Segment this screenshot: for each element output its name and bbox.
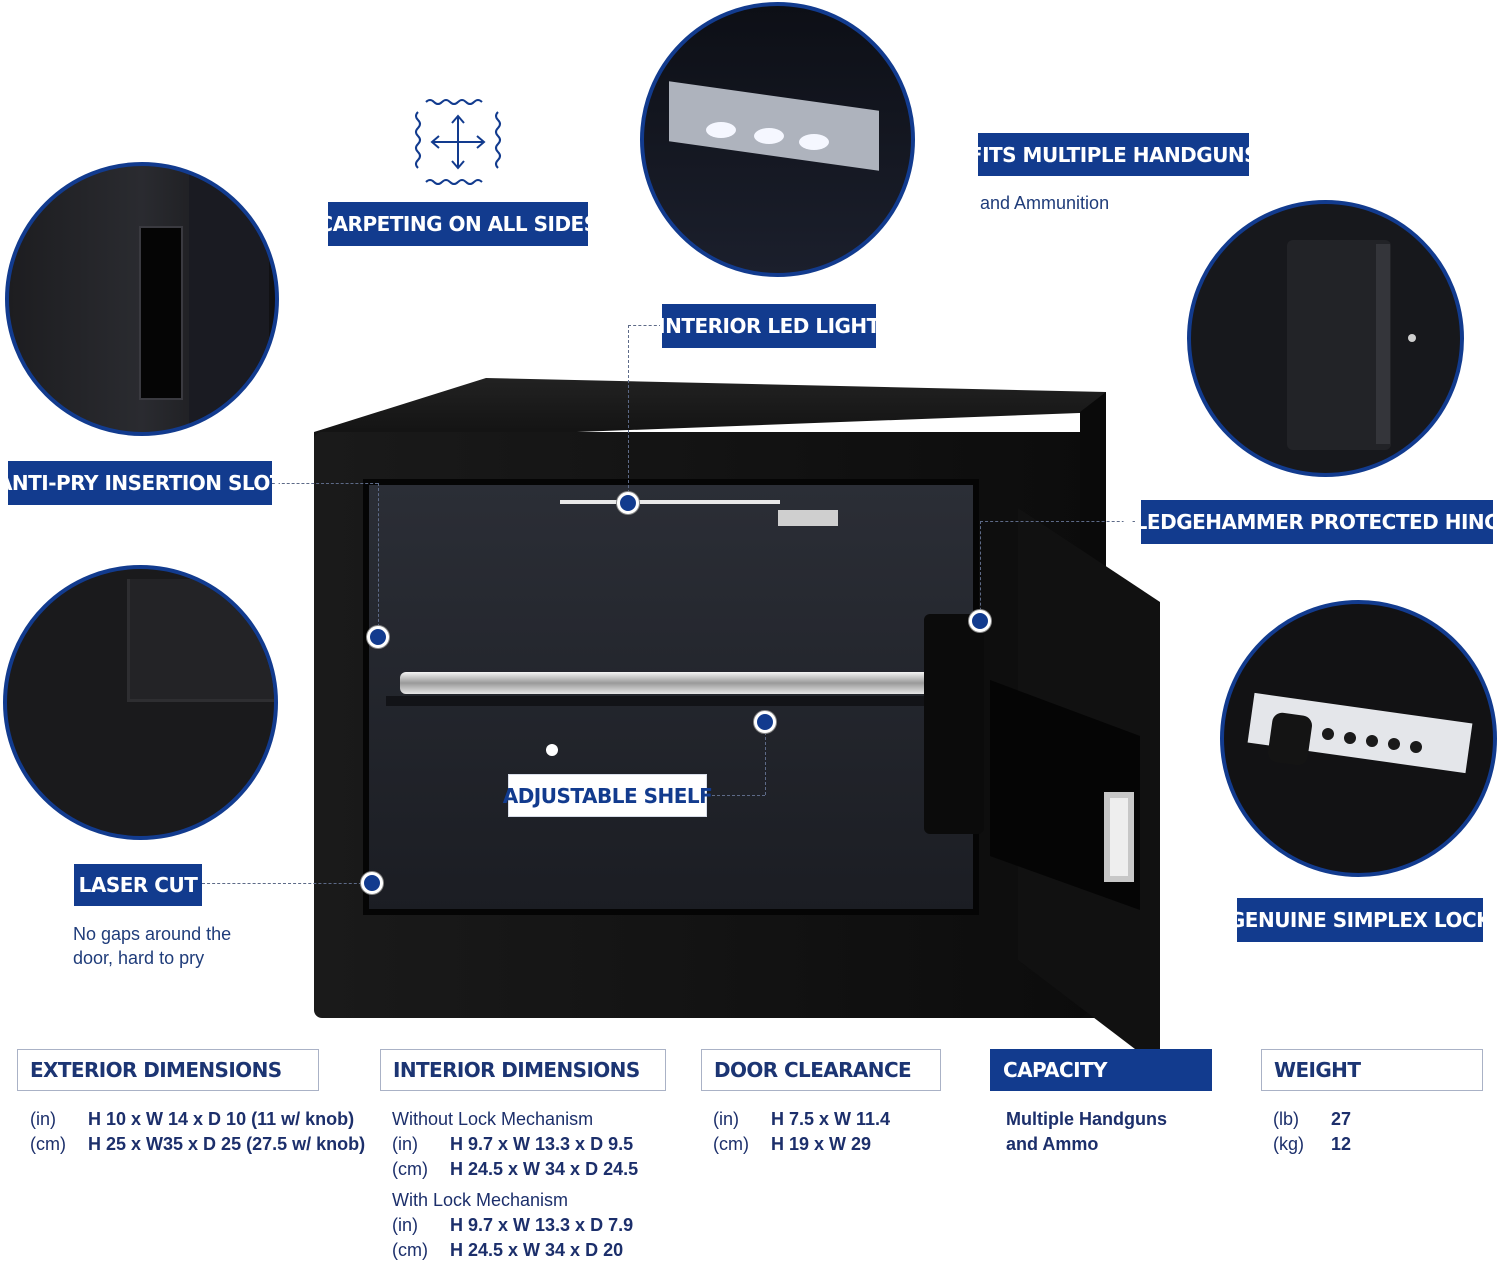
hinge-label: SLEDGEHAMMER PROTECTED HINGE	[1121, 500, 1500, 544]
capacity-values: Multiple Handguns and Ammo	[1006, 1109, 1167, 1154]
weight-values: (lb)27 (kg)12	[1273, 1109, 1352, 1154]
shelf-rail	[400, 672, 930, 694]
safe-top	[314, 378, 1106, 442]
laser-cut-marker	[361, 872, 383, 894]
carpeting-label: CARPETING ON ALL SIDES	[318, 202, 598, 246]
interior-dimensions-header: INTERIOR DIMENSIONS	[380, 1049, 666, 1091]
interior-values: Without Lock Mechanism (in)H 9.7 x W 13.…	[392, 1109, 639, 1260]
simplex-lock-detail-image	[1220, 600, 1497, 877]
led-marker	[617, 492, 639, 514]
led-light-label: INTERIOR LED LIGHT	[658, 304, 880, 348]
weight-header: WEIGHT	[1261, 1049, 1483, 1091]
hinge-detail-image	[1187, 200, 1464, 477]
anti-pry-marker	[367, 626, 389, 648]
hinge-block	[924, 614, 984, 834]
laser-cut-detail-image	[3, 565, 278, 840]
anti-pry-label: ANTI-PRY INSERTION SLOT	[0, 461, 284, 505]
simplex-lock-label: GENUINE SIMPLEX LOCK	[1229, 898, 1492, 942]
carpet-texture-icon	[415, 99, 501, 185]
exterior-dimensions-header: EXTERIOR DIMENSIONS	[17, 1049, 319, 1091]
led-light-detail-image	[640, 2, 915, 277]
laser-cut-label: LASER CUT	[74, 864, 202, 906]
shelf-label: ADJUSTABLE SHELF	[503, 774, 713, 817]
anti-pry-detail-image	[5, 162, 279, 436]
exterior-values: (in)H 10 x W 14 x D 10 (11 w/ knob) (cm)…	[30, 1109, 366, 1154]
door-clearance-values: (in)H 7.5 x W 11.4 (cm)H 19 x W 29	[713, 1109, 891, 1154]
handguns-subtext: and Ammunition	[980, 193, 1110, 213]
handguns-label: FITS MULTIPLE HANDGUNS	[969, 133, 1259, 176]
hinge-marker	[969, 610, 991, 632]
laser-cut-subtext-1: No gaps around the	[73, 924, 232, 944]
shelf-marker	[754, 711, 776, 733]
capacity-header: CAPACITY	[990, 1049, 1212, 1091]
laser-cut-subtext-2: door, hard to pry	[73, 948, 205, 968]
door-clearance-header: DOOR CLEARANCE	[701, 1049, 941, 1091]
safe-illustration	[314, 378, 1160, 1068]
